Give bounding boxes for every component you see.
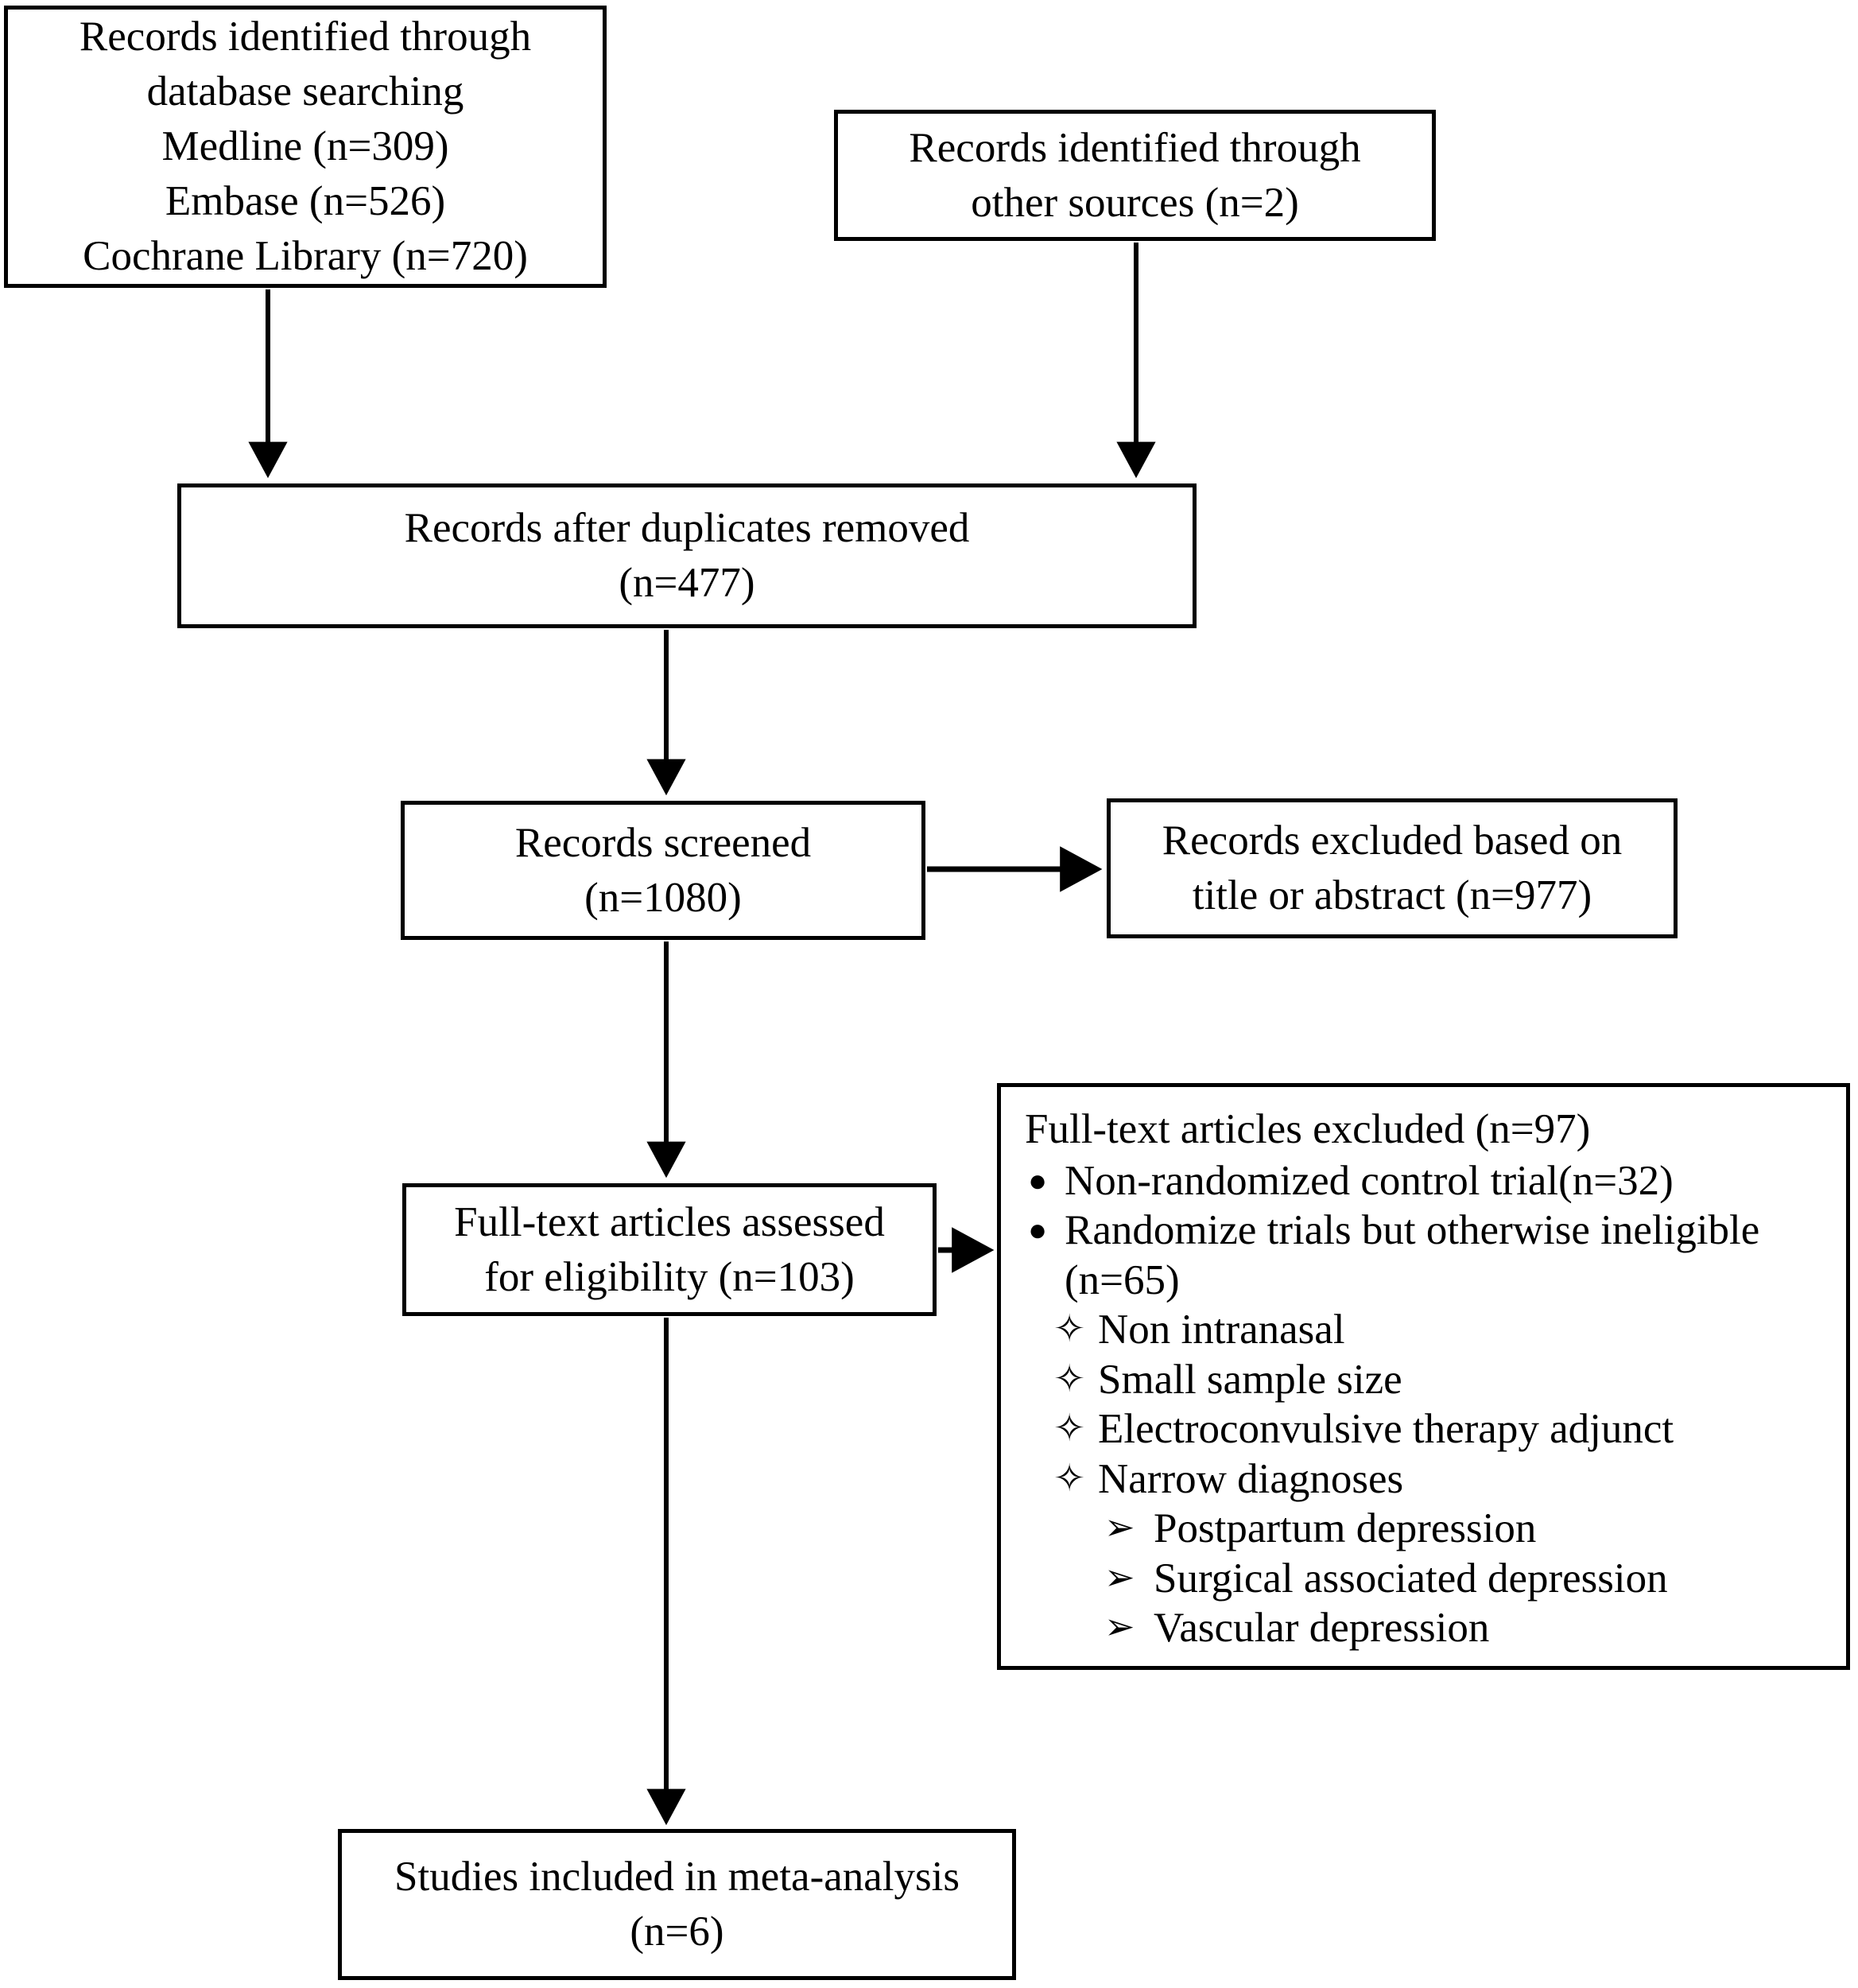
db-search-line-1: Records identified through	[79, 14, 532, 60]
bullet-diamond-icon: ✧	[1053, 1308, 1086, 1351]
excluded-ta-line-1: Records excluded based on	[1162, 817, 1623, 864]
excluded-ta-line-2: title or abstract (n=977)	[1192, 872, 1592, 918]
list-item-level1-text: Non-randomized control trial(n=32)	[1065, 1157, 1674, 1204]
box-records-excluded-title-abstract: Records excluded based on title or abstr…	[1107, 798, 1678, 938]
list-item-level2: ✧ Electroconvulsive therapy adjunct	[1053, 1404, 1674, 1454]
db-search-line-2: database searching	[146, 68, 464, 115]
db-search-line-4: Embase (n=526)	[165, 177, 446, 224]
list-item-level1: ● Randomize trials but otherwise ineligi…	[1028, 1206, 1759, 1305]
bullet-disc-icon: ●	[1028, 1212, 1048, 1248]
bullet-disc-icon: ●	[1028, 1162, 1048, 1198]
screened-line-2: (n=1080)	[584, 874, 742, 921]
list-item-level1-text: Randomize trials but otherwise ineligibl…	[1065, 1206, 1759, 1305]
bullet-diamond-icon: ✧	[1053, 1408, 1086, 1450]
box-full-text-articles-excluded: Full-text articles excluded (n=97) ● Non…	[997, 1083, 1850, 1670]
full-text-excluded-heading: Full-text articles excluded (n=97)	[1025, 1106, 1591, 1152]
list-item-level2-text: Electroconvulsive therapy adjunct	[1098, 1406, 1674, 1453]
db-search-line-5: Cochrane Library (n=720)	[83, 232, 528, 279]
list-item-level3-text: Vascular depression	[1154, 1605, 1490, 1652]
bullet-arrow-icon: ➢	[1104, 1606, 1135, 1648]
dedup-line-2: (n=477)	[619, 560, 755, 606]
list-item-level3-text: Postpartum depression	[1154, 1505, 1537, 1552]
bullet-diamond-icon: ✧	[1053, 1457, 1086, 1500]
box-records-screened: Records screened (n=1080)	[401, 801, 925, 940]
box-full-text-articles-assessed: Full-text articles assessed for eligibil…	[402, 1183, 937, 1316]
list-item-level3: ➢ Surgical associated depression	[1104, 1554, 1668, 1604]
box-studies-included-meta-analysis: Studies included in meta-analysis (n=6)	[338, 1829, 1016, 1980]
dedup-line-1: Records after duplicates removed	[404, 505, 970, 552]
list-item-level2-text: Non intranasal	[1098, 1307, 1345, 1353]
list-item-level2: ✧ Small sample size	[1053, 1355, 1402, 1405]
included-line-1: Studies included in meta-analysis	[394, 1854, 960, 1901]
other-sources-line-2: other sources (n=2)	[971, 179, 1299, 226]
box-records-identified-other-sources: Records identified through other sources…	[834, 110, 1436, 241]
list-item-level2: ✧ Non intranasal	[1053, 1305, 1345, 1355]
box-records-identified-database-searching: Records identified through database sear…	[4, 6, 607, 288]
box-records-after-duplicates-removed: Records after duplicates removed (n=477)	[177, 483, 1197, 628]
list-item-level1: ● Non-randomized control trial(n=32)	[1028, 1156, 1674, 1206]
assessed-line-2: for eligibility (n=103)	[484, 1253, 855, 1300]
other-sources-line-1: Records identified through	[909, 124, 1361, 171]
screened-line-1: Records screened	[514, 819, 812, 866]
list-item-level1-text-line2: (n=65)	[1065, 1256, 1180, 1303]
bullet-arrow-icon: ➢	[1104, 1507, 1135, 1548]
list-item-level1-text-line1: Randomize trials but otherwise ineligibl…	[1065, 1207, 1760, 1254]
bullet-diamond-icon: ✧	[1053, 1357, 1086, 1400]
list-item-level2-text: Small sample size	[1098, 1356, 1402, 1403]
assessed-line-1: Full-text articles assessed	[454, 1198, 885, 1245]
list-item-level3: ➢ Vascular depression	[1104, 1603, 1489, 1653]
list-item-level3-text: Surgical associated depression	[1154, 1555, 1668, 1602]
included-line-2: (n=6)	[630, 1908, 724, 1955]
list-item-level2: ✧ Narrow diagnoses	[1053, 1454, 1403, 1505]
list-item-level3: ➢ Postpartum depression	[1104, 1504, 1536, 1554]
bullet-arrow-icon: ➢	[1104, 1556, 1135, 1598]
list-item-level2-text: Narrow diagnoses	[1098, 1455, 1404, 1502]
db-search-line-3: Medline (n=309)	[161, 123, 449, 170]
